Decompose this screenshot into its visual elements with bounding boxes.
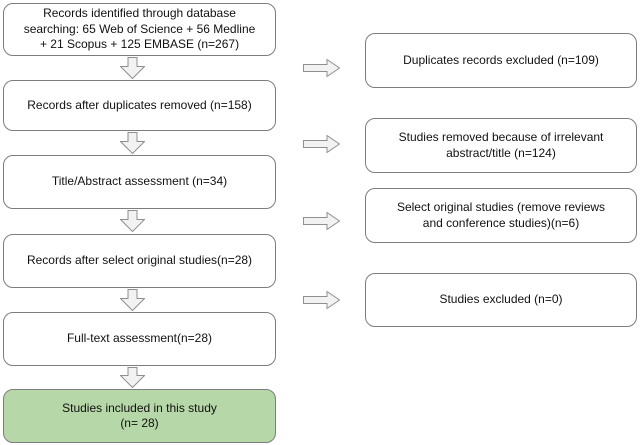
down-arrow-icon <box>120 289 145 311</box>
box-duplicates-excluded: Duplicates records excluded (n=109) <box>365 33 637 88</box>
box-studies-excluded-label: Studies excluded (n=0) <box>439 292 563 307</box>
right-arrow-icon <box>303 135 340 153</box>
box-full-text-assessment-label: Full-text assessment(n=28) <box>66 331 213 346</box>
box-full-text-assessment: Full-text assessment(n=28) <box>3 312 276 366</box>
box-after-select-original-studies-label: Records after select original studies(n=… <box>26 253 253 268</box>
down-arrow-icon <box>120 367 145 388</box>
down-arrow-icon <box>120 132 145 154</box>
box-select-original-studies: Select original studies (remove reviews … <box>365 188 637 243</box>
box-records-identified: Records identified through database sear… <box>3 3 276 56</box>
down-arrow-icon <box>120 210 145 232</box>
box-irrelevant-removed-label: Studies removed because of irrelevant ab… <box>398 130 604 160</box>
box-irrelevant-removed: Studies removed because of irrelevant ab… <box>365 118 637 173</box>
box-studies-included-label: Studies included in this study (n= 28) <box>62 400 217 431</box>
box-after-duplicates-removed: Records after duplicates removed (n=158) <box>3 80 276 131</box>
box-records-identified-label: Records identified through database sear… <box>23 6 256 52</box>
box-after-duplicates-removed-label: Records after duplicates removed (n=158) <box>27 97 252 112</box>
box-title-abstract-assessment: Title/Abstract assessment (n=34) <box>3 155 276 209</box>
box-duplicates-excluded-label: Duplicates records excluded (n=109) <box>403 52 599 67</box>
box-title-abstract-assessment-label: Title/Abstract assessment (n=34) <box>51 174 228 189</box>
down-arrow-icon <box>120 57 145 79</box>
right-arrow-icon <box>303 212 340 230</box>
box-after-select-original-studies: Records after select original studies(n=… <box>3 234 276 288</box>
right-arrow-icon <box>303 291 340 309</box>
right-arrow-icon <box>303 59 340 77</box>
box-select-original-studies-label: Select original studies (remove reviews … <box>396 200 606 230</box>
box-studies-excluded: Studies excluded (n=0) <box>365 273 637 327</box>
box-studies-included: Studies included in this study (n= 28) <box>3 389 276 443</box>
